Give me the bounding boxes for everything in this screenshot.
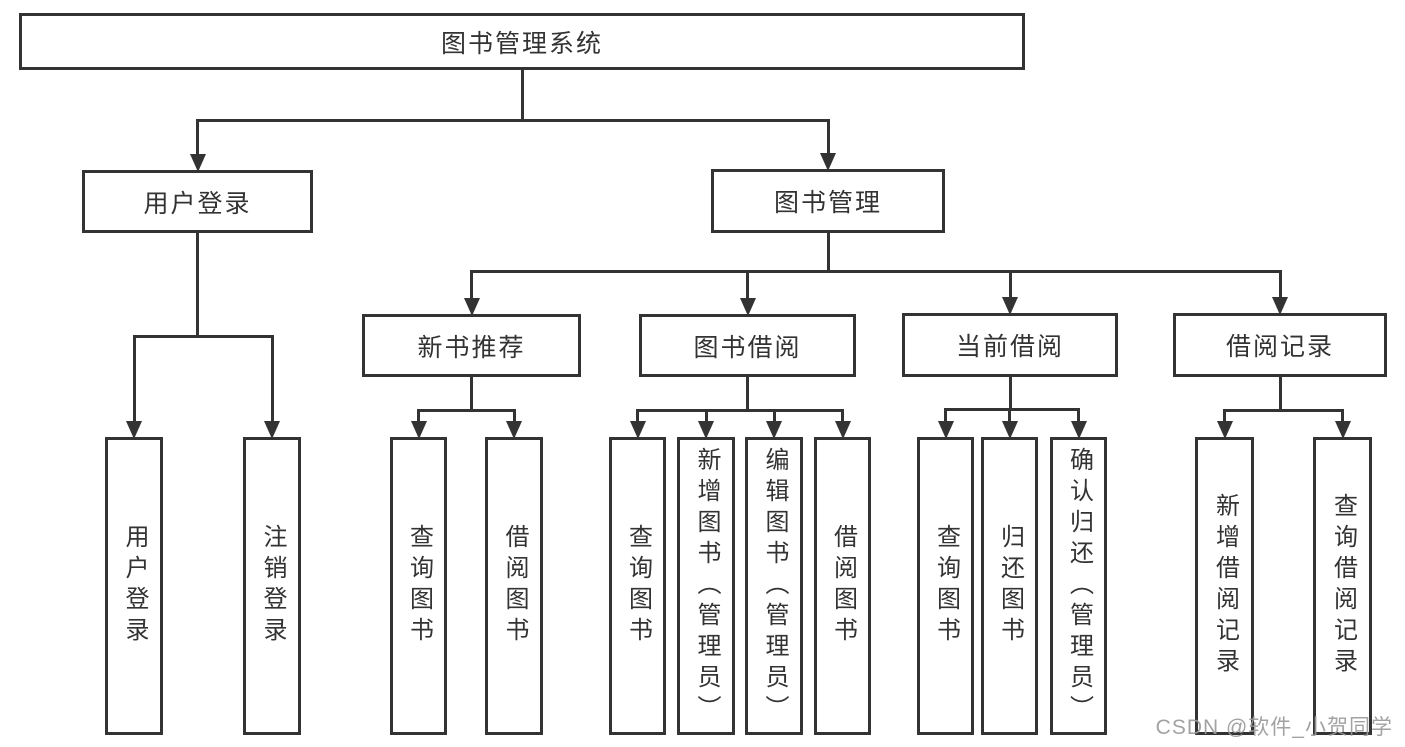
edge-root-mgmt-arrowhead bbox=[820, 153, 836, 171]
edge-current-stem bbox=[1008, 376, 1012, 411]
node-leaf-confirm-return: 确认归还（管理员） bbox=[1050, 437, 1107, 735]
node-library-system: 图书管理系统 bbox=[19, 13, 1025, 70]
edge-borrowing-b3-arrowhead bbox=[766, 421, 782, 439]
node-user-login-module-label: 用户登录 bbox=[143, 189, 252, 218]
node-leaf-borrow-books-2-label: 借阅图书 bbox=[829, 524, 857, 648]
node-leaf-user-login-label: 用户登录 bbox=[121, 524, 148, 648]
edge-current-c3-arrowhead bbox=[1070, 421, 1087, 439]
edge-recommend-n1-drop bbox=[417, 409, 420, 421]
node-leaf-borrow-books-1-label: 借阅图书 bbox=[501, 524, 528, 648]
edge-root-branch bbox=[196, 119, 830, 122]
edge-recommend-n2-arrowhead bbox=[506, 421, 522, 439]
edge-recommend-n2-drop bbox=[512, 409, 516, 421]
edge-borrowing-b4-drop bbox=[841, 409, 844, 421]
node-leaf-edit-books-admin: 编辑图书（管理员） bbox=[745, 437, 803, 735]
edge-root-stem bbox=[520, 69, 524, 122]
node-leaf-logout: 注销登录 bbox=[243, 437, 301, 735]
node-leaf-query-books-2: 查询图书 bbox=[609, 437, 666, 735]
edge-mgmt-recommend-arrowhead bbox=[463, 298, 480, 316]
edge-mgmt-borrowing-drop bbox=[746, 270, 749, 298]
node-leaf-borrow-books-2: 借阅图书 bbox=[814, 437, 871, 735]
node-borrowing-records: 借阅记录 bbox=[1173, 313, 1387, 377]
edge-mgmt-records-arrowhead bbox=[1272, 297, 1288, 315]
edge-login-u2-drop bbox=[270, 335, 274, 421]
node-leaf-query-books-1: 查询图书 bbox=[390, 437, 447, 735]
edge-login-stem bbox=[196, 232, 199, 338]
node-book-management-module: 图书管理 bbox=[711, 169, 945, 233]
node-leaf-return-books-label: 归还图书 bbox=[996, 524, 1024, 648]
edge-recommend-branch bbox=[417, 409, 516, 412]
node-leaf-add-books-admin-label: 新增图书（管理员） bbox=[693, 446, 720, 726]
node-current-borrowing-label: 当前借阅 bbox=[955, 333, 1064, 361]
node-book-borrowing: 图书借阅 bbox=[639, 314, 856, 377]
edge-login-u1-arrowhead bbox=[126, 421, 142, 439]
edge-mgmt-branch bbox=[470, 270, 1282, 273]
edge-root-login-arrowhead bbox=[189, 154, 206, 172]
node-leaf-add-books-admin: 新增图书（管理员） bbox=[677, 437, 735, 735]
node-current-borrowing: 当前借阅 bbox=[902, 313, 1118, 377]
edge-borrowing-branch bbox=[636, 409, 844, 412]
edge-current-c1-arrowhead bbox=[937, 421, 954, 439]
edge-mgmt-current-drop bbox=[1008, 270, 1012, 297]
node-leaf-query-borrow-record: 查询借阅记录 bbox=[1313, 437, 1372, 735]
node-leaf-query-books-3: 查询图书 bbox=[917, 437, 974, 735]
edge-records-stem bbox=[1278, 376, 1282, 412]
edge-current-branch bbox=[944, 408, 1080, 411]
node-leaf-query-books-2-label: 查询图书 bbox=[624, 524, 652, 648]
node-book-borrowing-label: 图书借阅 bbox=[693, 333, 802, 362]
edge-mgmt-borrowing-arrowhead bbox=[739, 298, 756, 316]
edge-login-u1-drop bbox=[132, 335, 136, 421]
node-new-book-recommend-label: 新书推荐 bbox=[417, 333, 526, 362]
edge-mgmt-recommend-drop bbox=[470, 270, 473, 298]
edge-records-r2-drop bbox=[1341, 409, 1344, 421]
node-leaf-borrow-books-1: 借阅图书 bbox=[485, 437, 543, 735]
edge-records-branch bbox=[1223, 409, 1344, 412]
node-leaf-confirm-return-label: 确认归还（管理员） bbox=[1065, 446, 1093, 726]
edge-borrowing-b1-arrowhead bbox=[629, 421, 646, 439]
edge-records-r1-arrowhead bbox=[1216, 421, 1233, 439]
edge-current-c3-drop bbox=[1077, 408, 1080, 421]
node-new-book-recommend: 新书推荐 bbox=[362, 314, 581, 377]
node-borrowing-records-label: 借阅记录 bbox=[1225, 333, 1334, 361]
edge-borrowing-b2-arrowhead bbox=[698, 421, 714, 439]
edge-records-r2-arrowhead bbox=[1334, 421, 1351, 439]
node-leaf-query-books-1-label: 查询图书 bbox=[405, 524, 433, 648]
node-leaf-user-login: 用户登录 bbox=[105, 437, 163, 735]
node-book-management-module-label: 图书管理 bbox=[773, 189, 882, 217]
edge-current-c2-drop bbox=[1008, 408, 1011, 421]
edge-records-r1-drop bbox=[1223, 409, 1226, 421]
edge-mgmt-records-drop bbox=[1278, 270, 1282, 297]
edge-borrowing-b4-arrowhead bbox=[834, 421, 851, 439]
edge-current-c2-arrowhead bbox=[1001, 421, 1018, 439]
edge-current-c1-drop bbox=[944, 408, 947, 421]
edge-mgmt-stem bbox=[826, 232, 830, 273]
node-leaf-add-borrow-record: 新增借阅记录 bbox=[1195, 437, 1254, 735]
edge-recommend-stem bbox=[470, 376, 473, 412]
node-leaf-query-borrow-record-label: 查询借阅记录 bbox=[1329, 493, 1357, 679]
node-user-login-module: 用户登录 bbox=[82, 170, 313, 233]
edge-login-branch bbox=[132, 335, 274, 338]
node-leaf-edit-books-admin-label: 编辑图书（管理员） bbox=[761, 446, 788, 726]
edge-root-login-drop bbox=[196, 119, 199, 154]
edge-borrowing-b3-drop bbox=[772, 409, 776, 421]
edge-borrowing-stem bbox=[746, 376, 749, 412]
node-leaf-logout-label: 注销登录 bbox=[259, 524, 286, 648]
edge-borrowing-b2-drop bbox=[704, 409, 708, 421]
edge-root-mgmt-drop bbox=[826, 119, 830, 153]
edge-recommend-n1-arrowhead bbox=[410, 421, 427, 439]
node-library-system-label: 图书管理系统 bbox=[440, 29, 603, 58]
edge-login-u2-arrowhead bbox=[264, 421, 280, 439]
node-leaf-return-books: 归还图书 bbox=[981, 437, 1038, 735]
edge-borrowing-b1-drop bbox=[636, 409, 639, 421]
csdn-watermark: CSDN @软件_小贺同学 bbox=[1155, 716, 1393, 739]
node-leaf-add-borrow-record-label: 新增借阅记录 bbox=[1211, 493, 1239, 679]
node-leaf-query-books-3-label: 查询图书 bbox=[932, 524, 960, 648]
edge-mgmt-current-arrowhead bbox=[1002, 297, 1018, 315]
